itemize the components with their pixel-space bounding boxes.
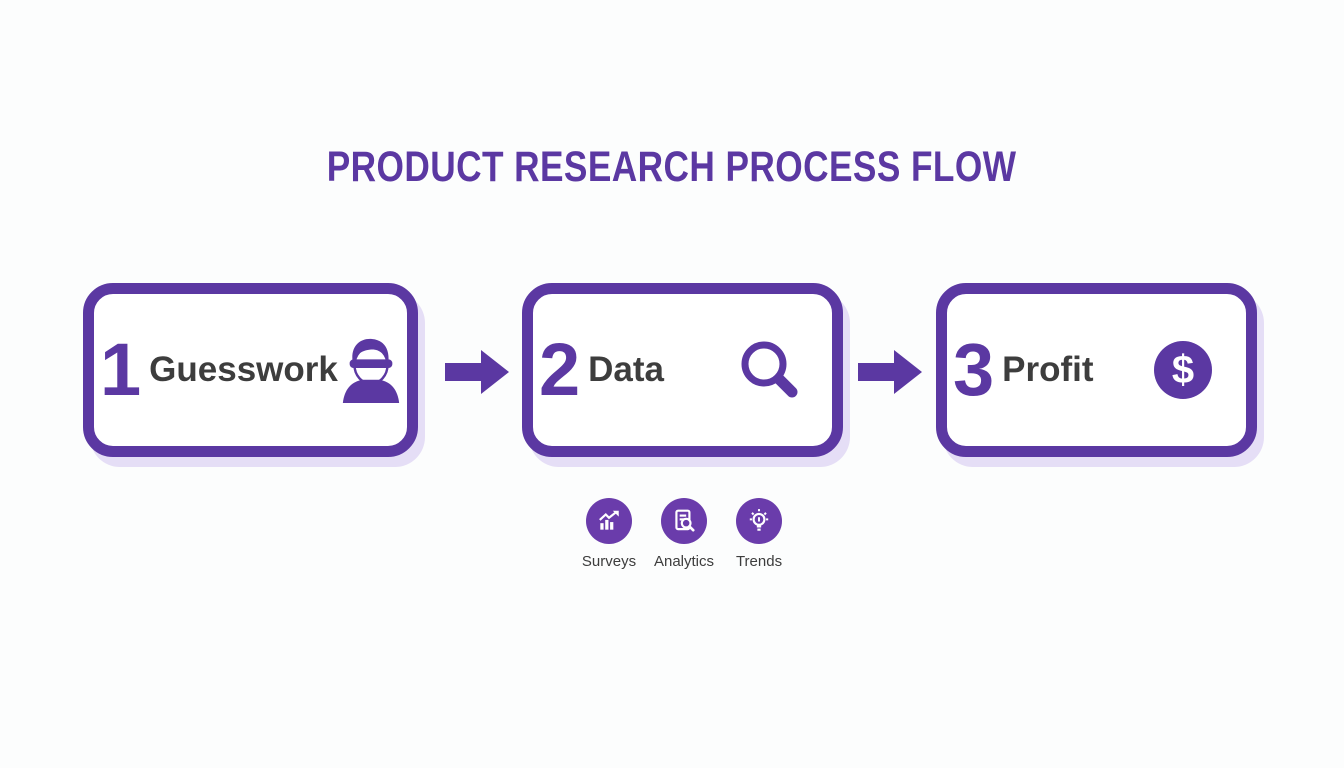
bar-chart-trend-icon [586,498,632,544]
svg-text:$: $ [1172,348,1194,392]
step-label: Guesswork [149,350,338,389]
method-label: Surveys [581,553,637,570]
method-label: Analytics [653,553,715,570]
step-box-profit: 3 Profit $ [936,283,1257,457]
step-label: Data [588,350,665,389]
step-number: 3 [953,328,995,411]
title-row: PRODUCT RESEARCH PROCESS FLOW [0,143,1344,191]
step-number: 1 [100,328,142,411]
flow-arrow-icon [858,348,923,396]
method-label: Trends [735,553,783,570]
method-analytics: Analytics [654,498,714,570]
step-box-guesswork: 1 Guesswork [83,283,418,457]
flow-arrow-icon [445,348,510,396]
document-search-icon [661,498,707,544]
blindfolded-person-icon [338,335,404,405]
magnifying-glass-icon [738,338,802,402]
lightbulb-icon [736,498,782,544]
step-box-data: 2 Data [522,283,843,457]
method-surveys: Surveys [582,498,636,570]
data-methods-row: Surveys Analytics [582,498,782,570]
dollar-coin-icon: $ [1154,341,1212,399]
method-trends: Trends [736,498,782,570]
step-label: Profit [1002,350,1094,389]
step-number: 2 [539,328,581,411]
page-title: PRODUCT RESEARCH PROCESS FLOW [327,143,1017,191]
